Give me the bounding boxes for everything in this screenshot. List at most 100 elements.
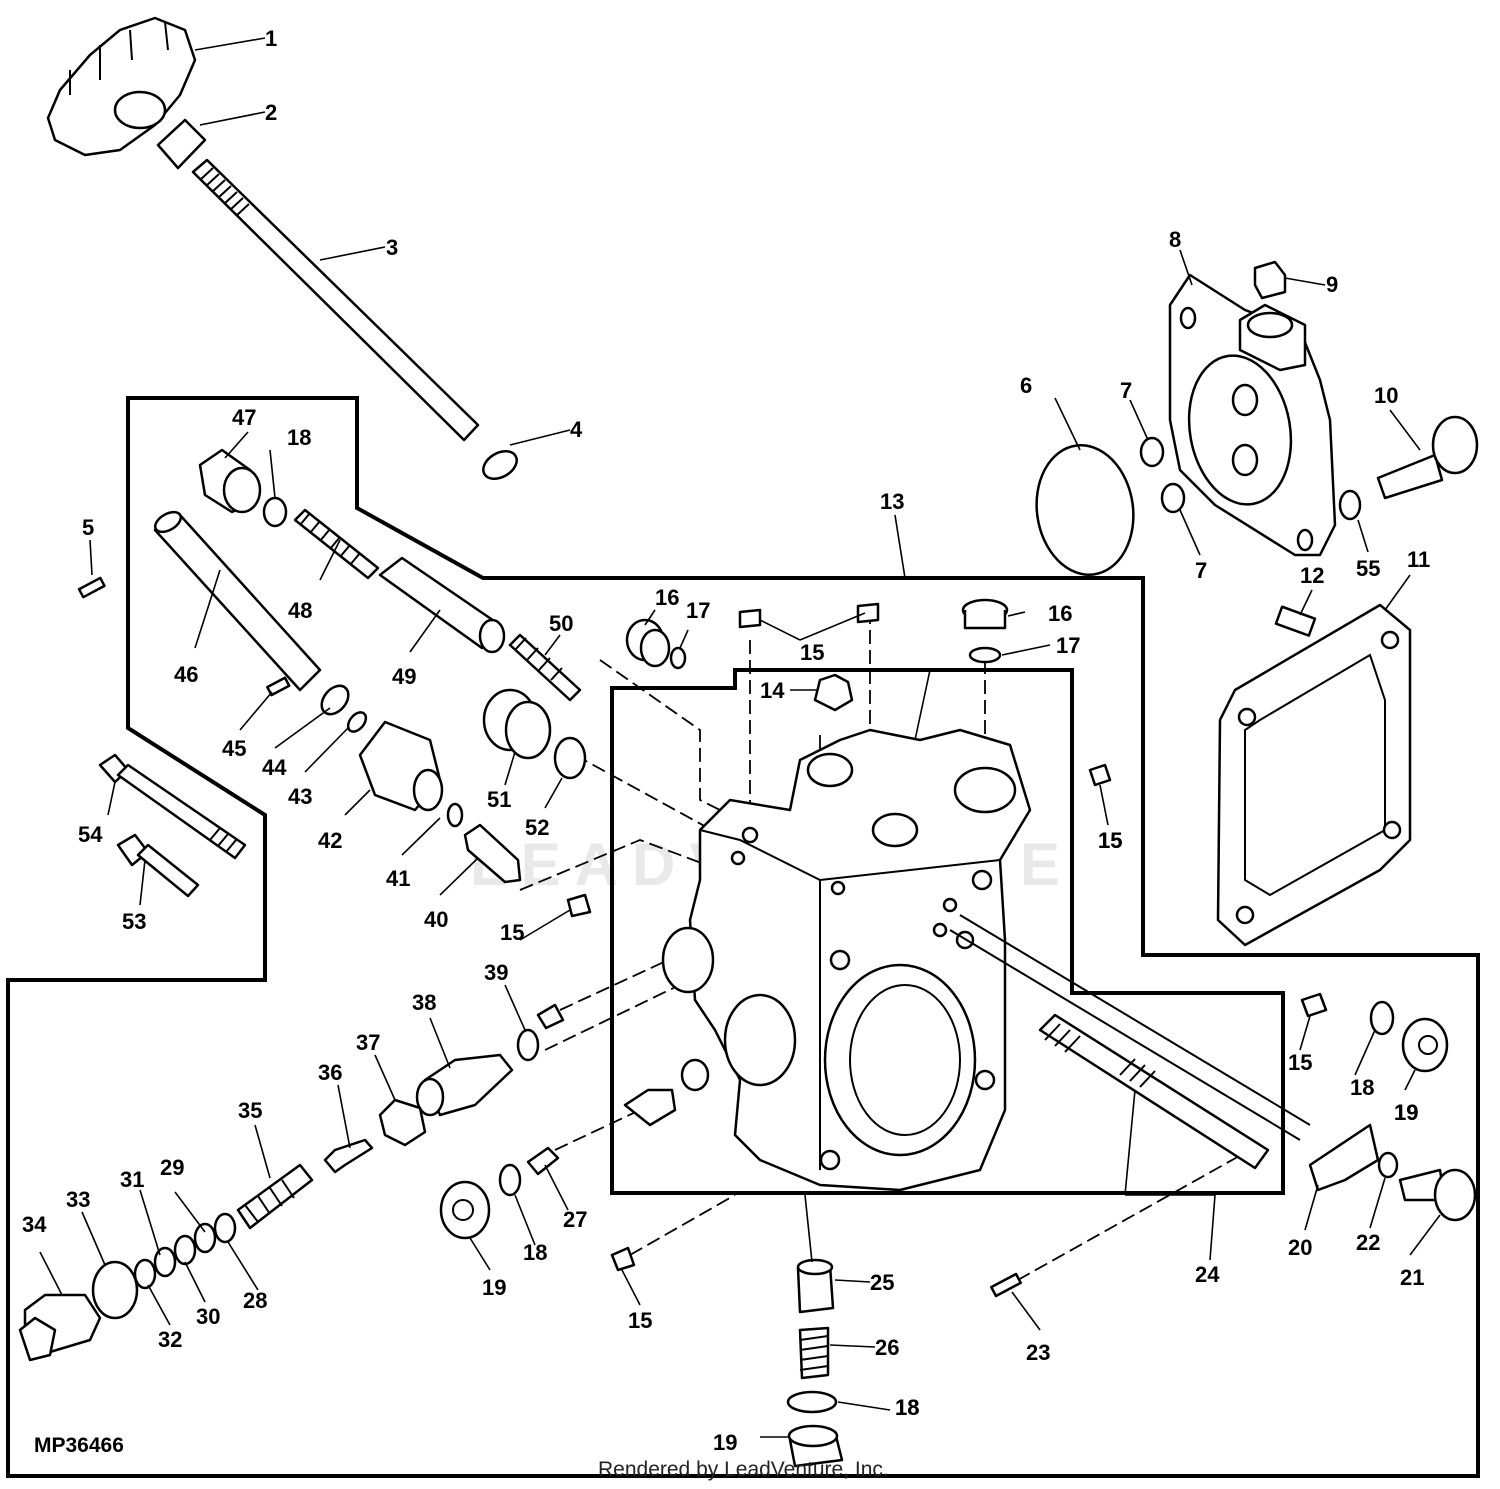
callout-label: 24	[1195, 1262, 1220, 1287]
callout-label: 48	[288, 598, 312, 623]
callout-label: 18	[287, 425, 311, 450]
part-spring-27	[526, 1146, 560, 1176]
callout-label: 55	[1356, 556, 1380, 581]
callout-label: 35	[238, 1098, 262, 1123]
part-screw-10	[1376, 415, 1479, 500]
callout-label: 7	[1195, 558, 1207, 583]
part-bracket-20	[1308, 1123, 1380, 1192]
part-bolt-54	[98, 753, 247, 860]
part-spring-48	[293, 508, 380, 580]
part-oring-17a	[669, 646, 687, 670]
part-oring-39	[516, 1028, 540, 1062]
part-pin-45	[266, 676, 291, 697]
callout-label: 42	[318, 828, 342, 853]
part-housing	[661, 728, 1032, 1192]
callout-label: 49	[392, 664, 416, 689]
callout-label: 22	[1356, 1230, 1380, 1255]
callout-label: 53	[122, 909, 146, 934]
callout-label: 8	[1169, 227, 1181, 252]
callout-label: 9	[1326, 272, 1338, 297]
callout-label: 43	[288, 784, 312, 809]
part-valve-38	[415, 1053, 514, 1117]
callout-label: 18	[523, 1240, 547, 1265]
part-plug-16b	[961, 598, 1009, 630]
callout-label: 39	[484, 960, 508, 985]
render-credit: Rendered by LeadVenture, Inc.	[598, 1458, 889, 1481]
part-clip	[482, 450, 518, 480]
part-plug-16a	[625, 618, 671, 668]
callout-label: 5	[82, 515, 94, 540]
callout-label: 19	[713, 1430, 737, 1455]
callout-label: 34	[22, 1212, 47, 1237]
part-plug-14	[813, 673, 854, 712]
callout-label: 19	[482, 1275, 506, 1300]
callout-label: 19	[1394, 1100, 1418, 1125]
part-spool-49	[378, 556, 506, 654]
callout-label: 26	[875, 1335, 899, 1360]
callout-label: 2	[265, 100, 277, 125]
part-spool-24	[949, 914, 1311, 1170]
callout-label: 14	[760, 678, 785, 703]
part-oring-6	[1035, 444, 1135, 576]
callout-label: 6	[1020, 373, 1032, 398]
callout-label: 47	[232, 405, 256, 430]
callout-label: 25	[870, 1270, 894, 1295]
callout-label: 15	[1098, 828, 1122, 853]
part-oring-28	[213, 1212, 237, 1244]
part-plug-47	[198, 448, 262, 514]
part-spool-46	[153, 510, 322, 692]
callout-label: 3	[386, 235, 398, 260]
callout-label: 18	[1350, 1075, 1374, 1100]
callout-label: 15	[628, 1308, 652, 1333]
callout-label: 33	[66, 1187, 90, 1212]
callout-label: 1	[265, 26, 277, 51]
callout-label: 32	[158, 1327, 182, 1352]
callout-label: 29	[160, 1155, 184, 1180]
callout-label: 52	[525, 815, 549, 840]
callout-label: 4	[570, 417, 583, 442]
callout-label: 18	[895, 1395, 919, 1420]
callout-label: 11	[1407, 547, 1430, 572]
part-plug-lower	[680, 1058, 710, 1092]
part-oring-43	[346, 711, 368, 733]
callout-label: 15	[500, 920, 524, 945]
part-pin-23	[990, 1272, 1022, 1298]
callout-label: 51	[487, 787, 511, 812]
part-plug-9	[1253, 260, 1287, 300]
callout-label: 20	[1288, 1235, 1312, 1260]
callout-label: 16	[1048, 601, 1072, 626]
callout-label: 41	[386, 866, 410, 891]
part-oring-30	[173, 1234, 197, 1266]
part-plug-15-group	[536, 602, 1328, 1272]
part-valve-40	[463, 823, 522, 884]
callout-label: 50	[549, 611, 573, 636]
part-washer-55	[1338, 489, 1362, 521]
callout-label: 38	[412, 990, 436, 1015]
part-cover-8	[1168, 273, 1337, 557]
callout-label: 36	[318, 1060, 342, 1085]
part-oring-18d	[1369, 1000, 1395, 1036]
callout-label: 16	[655, 585, 679, 610]
part-knob	[46, 16, 197, 157]
callout-label: 30	[196, 1304, 220, 1329]
callout-label: 17	[686, 598, 710, 623]
part-seal-33	[91, 1260, 139, 1320]
part-oring-29	[193, 1222, 217, 1254]
part-plug-19a	[439, 1180, 491, 1240]
part-washer-22	[1377, 1151, 1399, 1179]
part-oring-18b	[498, 1163, 522, 1197]
callout-label: 28	[243, 1288, 267, 1313]
callout-label: 15	[1098, 828, 1122, 853]
callout-label: 40	[424, 907, 448, 932]
part-piston-25	[796, 1258, 835, 1314]
callout-label: 45	[222, 736, 246, 761]
callout-label: 7	[1120, 378, 1132, 403]
part-oring-7a	[1139, 436, 1165, 468]
callout-label: 12	[1300, 563, 1324, 588]
part-oring-7b	[1160, 482, 1186, 514]
callout-label: 17	[1056, 633, 1080, 658]
leader-lines	[39, 37, 1441, 1438]
callout-label: 13	[880, 489, 904, 514]
part-spring-26	[798, 1326, 830, 1380]
